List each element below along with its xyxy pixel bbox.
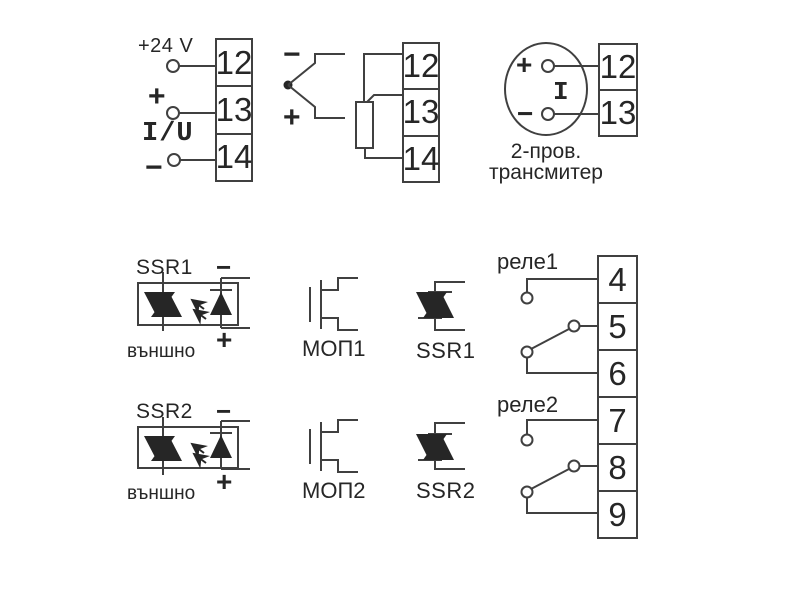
ssr2-minus-sign: −	[216, 396, 232, 426]
terminal-13: 13	[216, 85, 252, 132]
ssr2-optocoupler-symbol	[137, 417, 250, 475]
power-iu-label: I/U	[142, 119, 194, 149]
triac2-label: SSR2	[416, 478, 476, 503]
transmitter-caption-line1: 2-пров.	[510, 140, 582, 163]
terminal-6: 6	[599, 349, 636, 396]
ssr2-plus-sign: +	[216, 466, 233, 497]
led-diode-symbol	[210, 420, 250, 470]
terminal-block-power: 12 13 14	[215, 38, 253, 182]
terminal-14: 14	[216, 132, 252, 180]
relay1-label: реле1	[497, 249, 559, 274]
rtd-resistor-symbol	[355, 53, 402, 159]
terminal-12: 12	[599, 48, 637, 85]
terminal-8: 8	[599, 443, 636, 490]
ssr1-external-label: външно	[127, 341, 196, 362]
terminal-block-sensor: 12 13 14	[402, 42, 440, 183]
transmitter-plus-sign: +	[516, 49, 533, 80]
power-24v-label: +24 V	[138, 35, 194, 57]
transmitter-circle-symbol	[504, 42, 598, 136]
thermocouple-icon	[283, 53, 345, 119]
led-diode-symbol	[210, 277, 250, 329]
tc-minus-sign: −	[283, 38, 301, 71]
relay1-contact-symbol	[520, 278, 597, 374]
tc-plus-sign: +	[283, 101, 301, 134]
mosfet2-label: МОП2	[302, 478, 366, 503]
relay2-contact-symbol	[520, 419, 597, 514]
terminal-12: 12	[215, 43, 253, 81]
power-minus-sign: −	[145, 151, 163, 184]
ssr1-plus-sign: +	[216, 324, 233, 355]
terminal-4: 4	[608, 260, 627, 298]
transmitter-current-label: I	[553, 77, 569, 107]
terminal-14: 14	[403, 134, 439, 181]
terminal-13: 13	[600, 89, 636, 135]
terminal-5: 5	[599, 302, 636, 349]
power-input-wires	[166, 59, 215, 167]
ssr1-optocoupler-symbol	[137, 272, 250, 331]
ssr1-title: SSR1	[136, 256, 193, 279]
terminal-block-relays: 4 5 6 7 8 9	[597, 255, 638, 539]
transmitter-caption-line2: трансмитер	[489, 161, 603, 184]
ssr1-minus-sign: −	[216, 252, 232, 282]
terminal-13: 13	[403, 88, 439, 134]
ssr2-external-label: външно	[127, 483, 196, 504]
terminal-9: 9	[599, 490, 636, 537]
opto-light-arrows-icon	[190, 442, 210, 469]
mosfet1-label: МОП1	[302, 336, 366, 361]
power-plus-sign: +	[148, 80, 166, 113]
mosfet1-symbol	[309, 277, 358, 331]
ssr2-title: SSR2	[136, 400, 193, 423]
triac1-label: SSR1	[416, 338, 476, 363]
terminal-12: 12	[402, 47, 440, 85]
relay2-label: реле2	[497, 392, 559, 417]
terminal-block-transmitter: 12 13	[598, 43, 638, 137]
opto-light-arrows-icon	[190, 298, 210, 325]
transmitter-minus-sign: −	[517, 98, 534, 129]
triac2-symbol	[416, 422, 465, 470]
triac1-symbol	[416, 281, 465, 331]
mosfet2-symbol	[309, 419, 358, 473]
terminal-7: 7	[599, 396, 636, 443]
